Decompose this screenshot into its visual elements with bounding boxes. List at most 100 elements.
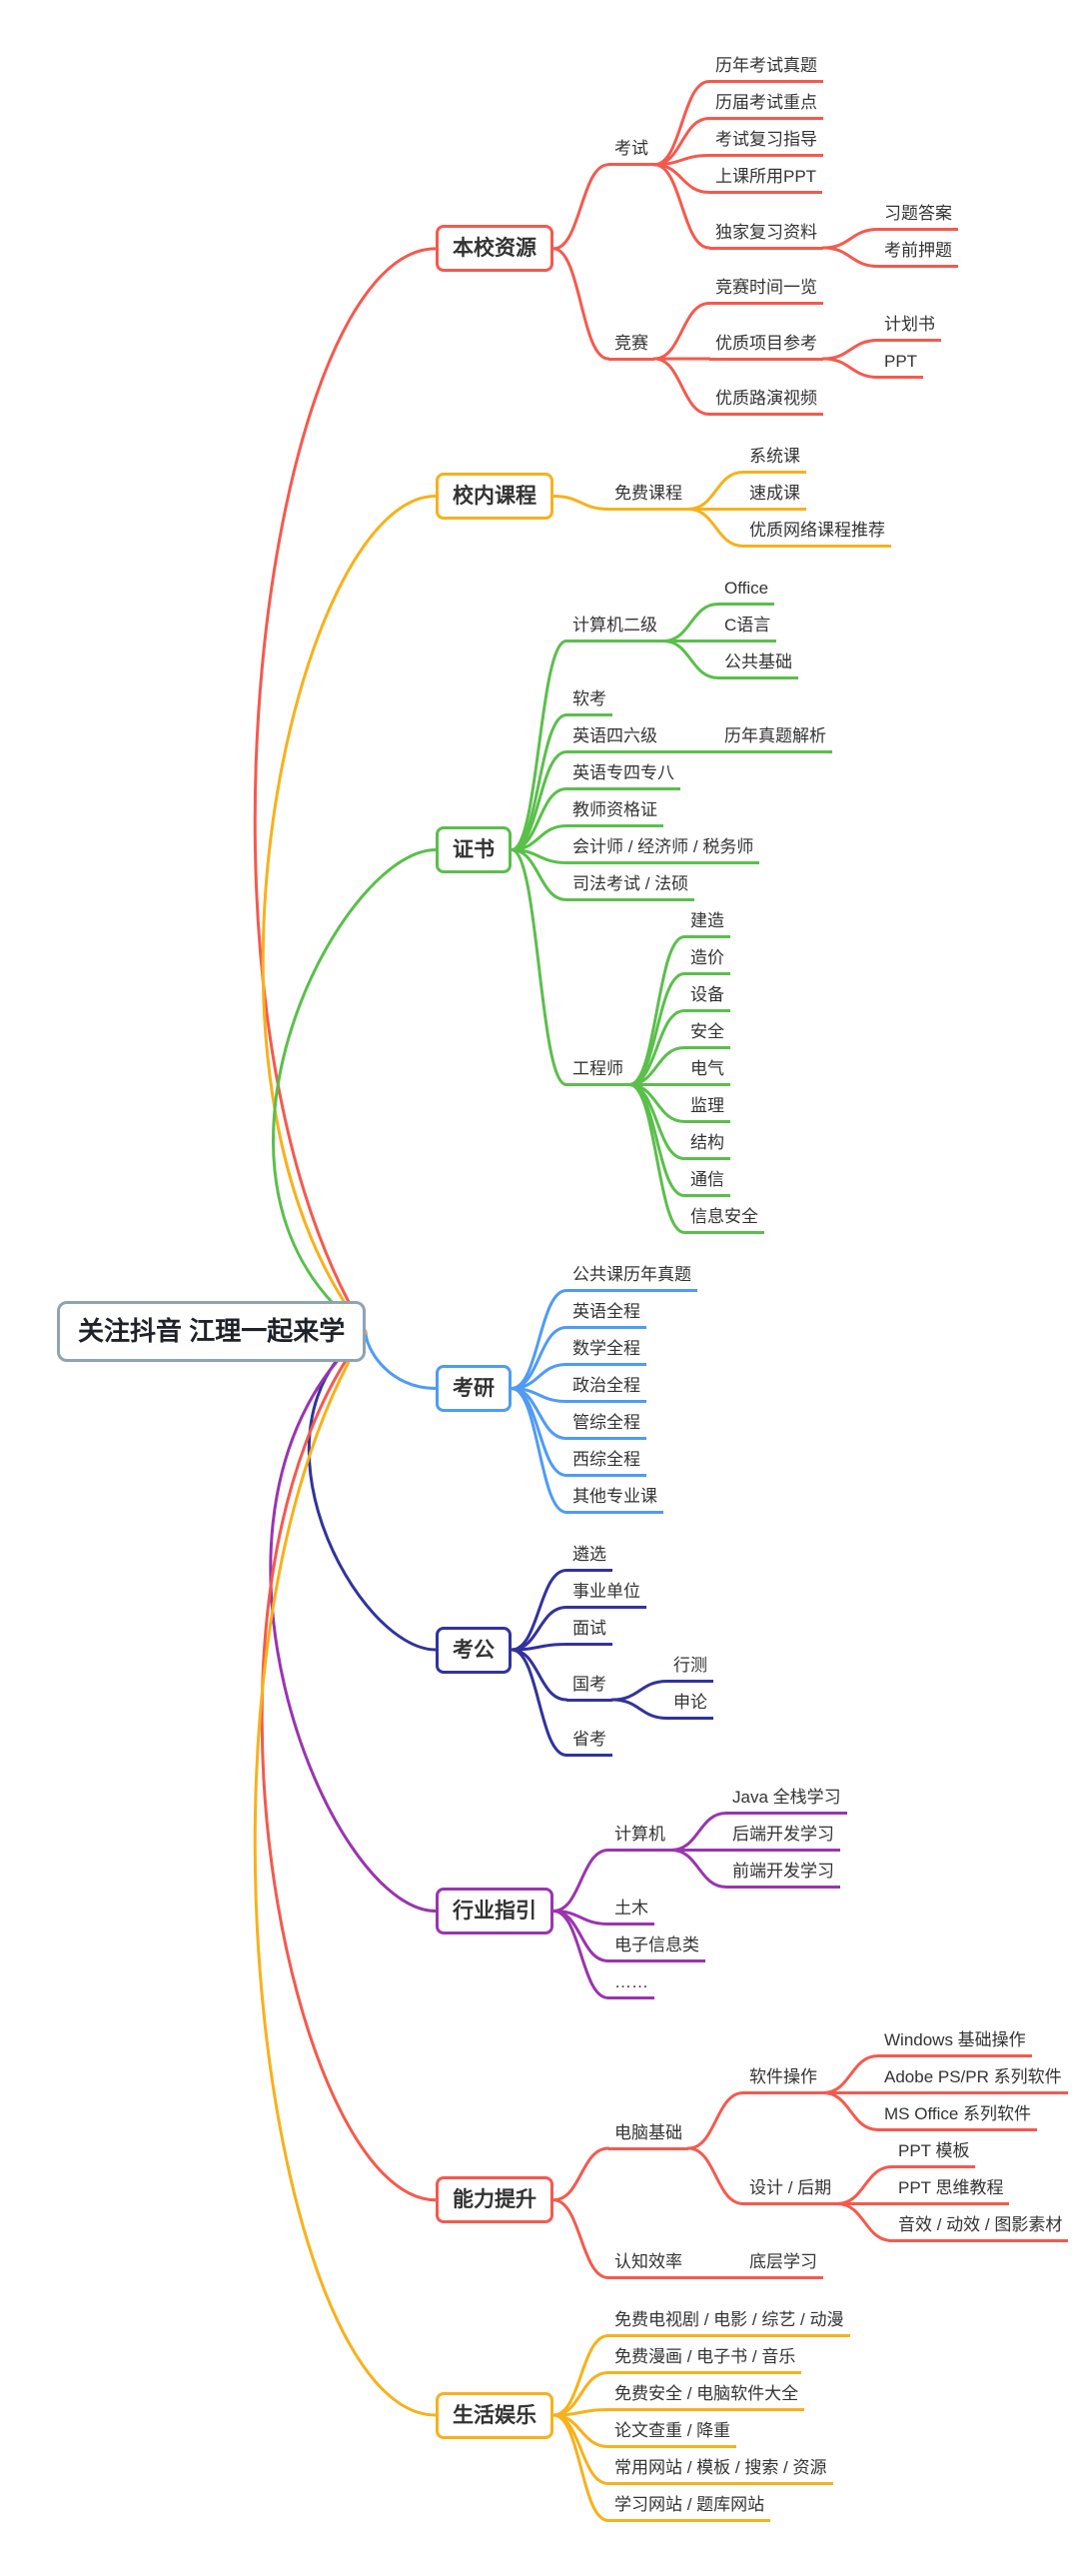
branch-topic: 证书 xyxy=(436,826,512,874)
connector xyxy=(510,1387,568,1514)
connector xyxy=(510,1648,568,1757)
sub-topic: 历年考试真题 xyxy=(709,54,823,84)
connector xyxy=(269,1330,438,1913)
sub-topic: 考试复习指导 xyxy=(709,128,823,158)
sub-topic: 历年真题解析 xyxy=(718,724,832,754)
connector xyxy=(551,2198,610,2279)
sub-topic: 优质路演视频 xyxy=(709,387,823,417)
connector xyxy=(821,339,880,361)
connector xyxy=(652,80,711,167)
sub-topic: 前端开发学习 xyxy=(726,1860,840,1890)
sub-topic: 其他专业课 xyxy=(566,1485,663,1515)
sub-topic: 独家复习资料 xyxy=(709,221,823,251)
connector xyxy=(669,1812,728,1852)
sub-topic: 计划书 xyxy=(878,313,941,343)
sub-topic: MS Office 系列软件 xyxy=(878,2102,1038,2132)
sub-topic: 后端开发学习 xyxy=(726,1823,840,1853)
branch-topic: 生活娱乐 xyxy=(436,2392,553,2440)
sub-topic: 造价 xyxy=(684,946,730,976)
connector xyxy=(835,2165,894,2205)
sub-topic: 公共基础 xyxy=(718,650,798,680)
sub-topic: …… xyxy=(608,1970,654,2000)
sub-topic: 竞赛时间一览 xyxy=(709,276,823,306)
sub-topic: 工程师 xyxy=(566,1057,629,1087)
sub-topic: 系统课 xyxy=(743,445,806,475)
sub-topic: PPT xyxy=(878,350,924,380)
connector xyxy=(661,640,720,679)
sub-topic: 设计 / 后期 xyxy=(743,2176,838,2206)
sub-topic: 通信 xyxy=(684,1168,730,1198)
connector xyxy=(260,1330,438,2202)
branch-topic: 行业指引 xyxy=(436,1888,553,1935)
sub-topic: 教师资格证 xyxy=(566,798,663,828)
connector xyxy=(551,2146,610,2202)
sub-topic: 音效 / 动效 / 图影素材 xyxy=(892,2213,1069,2243)
connector xyxy=(821,246,880,268)
connector xyxy=(821,2091,880,2131)
sub-topic: 优质项目参考 xyxy=(709,332,823,362)
connector xyxy=(272,848,438,1334)
connector xyxy=(686,2091,745,2150)
connector xyxy=(261,495,438,1334)
sub-topic: 软考 xyxy=(566,687,612,717)
connector xyxy=(821,228,880,250)
connector xyxy=(551,1849,610,1913)
sub-topic: 论文查重 / 降重 xyxy=(608,2419,737,2449)
connector xyxy=(510,1648,568,1702)
sub-topic: 政治全程 xyxy=(566,1374,646,1404)
sub-topic: 事业单位 xyxy=(566,1580,646,1610)
connector xyxy=(551,1910,610,1999)
connector xyxy=(821,2054,880,2094)
connector xyxy=(551,163,610,251)
connector xyxy=(627,935,686,1086)
sub-topic: 行测 xyxy=(667,1654,713,1684)
sub-topic: 建造 xyxy=(684,909,730,939)
connector xyxy=(686,471,745,511)
sub-topic: 上课所用PPT xyxy=(709,165,823,195)
connector xyxy=(551,2413,610,2522)
sub-topic: 考前押题 xyxy=(878,239,958,269)
sub-topic: 认知效率 xyxy=(608,2250,688,2280)
sub-topic: 免费安全 / 电脑软件大全 xyxy=(608,2382,805,2412)
branch-topic: 考公 xyxy=(436,1627,512,1675)
root-topic: 关注抖音 江理一起来学 xyxy=(57,1301,367,1363)
sub-topic: 管综全程 xyxy=(566,1411,646,1441)
sub-topic: 计算机 xyxy=(608,1823,671,1853)
sub-topic: Adobe PS/PR 系列软件 xyxy=(878,2065,1068,2095)
connector xyxy=(510,848,568,901)
sub-topic: 免费漫画 / 电子书 / 音乐 xyxy=(608,2345,802,2375)
sub-topic: 软件操作 xyxy=(743,2065,823,2095)
connector xyxy=(627,1083,686,1234)
connector xyxy=(510,848,568,1086)
sub-topic: 西综全程 xyxy=(566,1448,646,1478)
sub-topic: 数学全程 xyxy=(566,1337,646,1367)
sub-topic: 国考 xyxy=(566,1673,612,1703)
sub-topic: 电子信息类 xyxy=(608,1933,705,1963)
sub-topic: Java 全栈学习 xyxy=(726,1786,847,1816)
sub-topic: C语言 xyxy=(718,614,777,644)
branch-topic: 校内课程 xyxy=(436,473,553,521)
sub-topic: 计算机二级 xyxy=(566,614,663,644)
connector xyxy=(551,247,610,361)
connector xyxy=(652,357,711,416)
branch-topic: 本校资源 xyxy=(436,225,553,273)
connector xyxy=(307,1330,438,1652)
connector xyxy=(821,357,880,379)
branch-topic: 能力提升 xyxy=(436,2176,553,2224)
sub-topic: 公共课历年真题 xyxy=(566,1263,697,1293)
sub-topic: 安全 xyxy=(684,1020,730,1050)
connector xyxy=(661,603,720,643)
connector xyxy=(686,2146,745,2205)
connector xyxy=(510,640,568,851)
sub-topic: PPT 模板 xyxy=(892,2139,976,2169)
connector xyxy=(610,1680,669,1702)
connector xyxy=(364,1330,438,1390)
connector xyxy=(253,247,438,1334)
sub-topic: 土木 xyxy=(608,1897,654,1927)
sub-topic: Windows 基础操作 xyxy=(878,2028,1032,2058)
sub-topic: PPT 思维教程 xyxy=(892,2176,1010,2206)
sub-topic: 底层学习 xyxy=(743,2250,823,2280)
connector xyxy=(253,1330,438,2417)
